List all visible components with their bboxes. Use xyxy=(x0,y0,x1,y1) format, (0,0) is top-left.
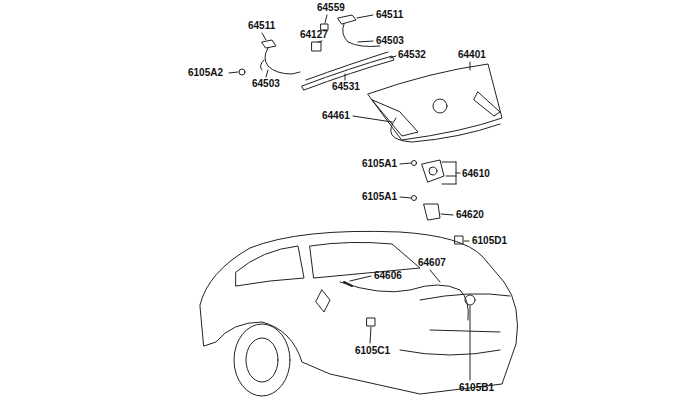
release-lever xyxy=(344,282,352,286)
fuel-door xyxy=(316,290,330,312)
bracket xyxy=(442,162,460,184)
trunk-lid xyxy=(368,64,502,140)
callout-number: 64559 xyxy=(317,2,345,14)
callout-number: 6105A2 xyxy=(188,67,223,79)
window xyxy=(236,246,304,286)
leader-line xyxy=(229,15,470,380)
car-detail xyxy=(400,294,510,355)
striker xyxy=(424,204,440,220)
weatherstrip xyxy=(391,118,500,142)
wheel-hub xyxy=(246,338,278,382)
callout-number: 64127 xyxy=(300,29,328,41)
callout-number: 64532 xyxy=(398,49,426,61)
callout-number: 64511 xyxy=(248,20,275,32)
cable-clip xyxy=(367,318,375,326)
tail-lamp xyxy=(474,92,500,116)
callout-number: 64620 xyxy=(456,209,484,221)
tail-lamp xyxy=(372,100,418,136)
car-body xyxy=(200,231,518,394)
callout-number: 64610 xyxy=(462,168,490,180)
bumper-stop xyxy=(312,42,321,51)
bolt xyxy=(412,196,417,201)
callout-number: 6105D1 xyxy=(472,235,507,247)
window xyxy=(310,242,420,278)
callout-number: 64503 xyxy=(376,35,404,47)
cable-clip xyxy=(455,236,463,244)
hinge xyxy=(262,40,300,74)
lock xyxy=(422,160,444,182)
lock-core xyxy=(429,167,437,175)
release-cable xyxy=(340,282,468,320)
strip xyxy=(306,52,388,80)
bolt xyxy=(239,69,245,75)
callout-number: 6105C1 xyxy=(355,345,390,357)
callout-number: 6105A1 xyxy=(362,191,397,203)
callout-number: 6105B1 xyxy=(459,382,494,394)
wheel xyxy=(234,324,290,396)
hinge-arm xyxy=(260,60,264,70)
callout-number: 64511 xyxy=(376,9,403,21)
callout-number: 64606 xyxy=(374,270,402,282)
hinge xyxy=(338,15,380,47)
callout-number: 64607 xyxy=(418,257,446,269)
emblem xyxy=(433,99,447,113)
callout-number: 6105A1 xyxy=(362,158,397,170)
callout-number: 64503 xyxy=(252,78,280,90)
callout-number: 64401 xyxy=(458,49,486,61)
callout-number: 64461 xyxy=(322,110,350,122)
bolt xyxy=(412,161,417,166)
callout-number: 64531 xyxy=(332,81,360,93)
